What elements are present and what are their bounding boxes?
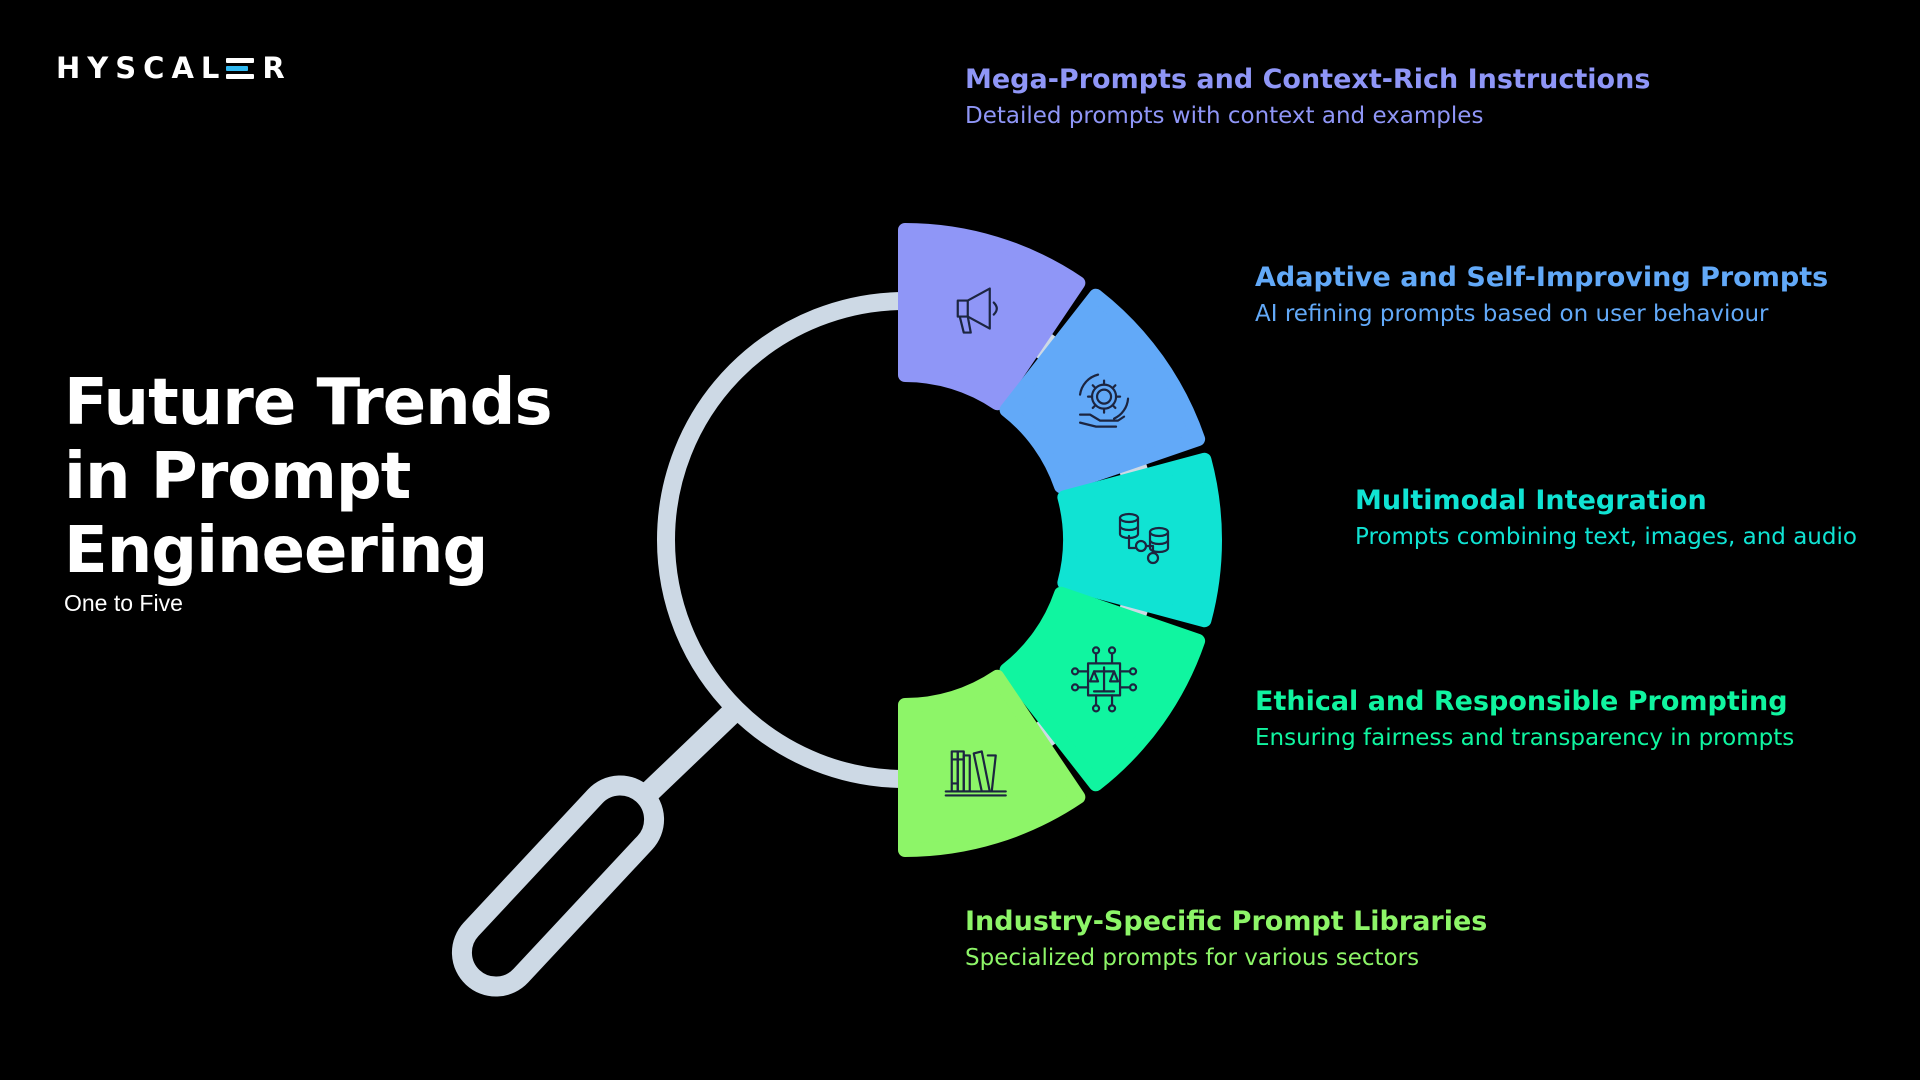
segment-3: [1057, 452, 1223, 628]
item-description: AI refining prompts based on user behavi…: [1255, 301, 1769, 327]
item-adaptive-prompts: Adaptive and Self-Improving Prompts AI r…: [1255, 260, 1828, 332]
segment-5: [898, 669, 1086, 857]
brand-name-tail: R: [262, 51, 292, 85]
segment-connector: [1028, 715, 1063, 752]
balance-scale-chip-icon: [1070, 646, 1138, 713]
page-subtitle: One to Five: [64, 590, 183, 616]
item-title: Adaptive and Self-Improving Prompts: [1255, 262, 1829, 293]
item-mega-prompts: Mega-Prompts and Context-Rich Instructio…: [965, 62, 1650, 134]
item-description: Prompts combining text, images, and audi…: [1355, 524, 1857, 550]
item-industry-libraries: Industry-Specific Prompt Libraries Speci…: [965, 904, 1487, 976]
segment-connector: [1028, 328, 1063, 365]
item-title: Industry-Specific Prompt Libraries: [965, 906, 1488, 937]
item-title: Multimodal Integration: [1355, 485, 1707, 516]
item-title: Mega-Prompts and Context-Rich Instructio…: [965, 64, 1651, 95]
segment-1: [898, 223, 1086, 411]
bookshelf-icon: [944, 750, 1007, 797]
item-description: Detailed prompts with context and exampl…: [965, 103, 1484, 129]
item-description: Ensuring fairness and transparency in pr…: [1255, 725, 1795, 751]
database-gear-icon: [1118, 512, 1170, 565]
item-multimodal: Multimodal Integration Prompts combining…: [1355, 483, 1857, 555]
magnifier-grip: [451, 775, 665, 997]
segment-connector: [1116, 455, 1151, 485]
megaphone-icon: [956, 287, 998, 334]
item-ethical-prompting: Ethical and Responsible Prompting Ensuri…: [1255, 684, 1794, 756]
hero: Future Trends in Prompt Engineering One …: [64, 366, 553, 617]
brand-name: HYSCAL: [56, 51, 227, 85]
item-description: Specialized prompts for various sectors: [965, 945, 1420, 971]
item-title: Ethical and Responsible Prompting: [1255, 686, 1788, 717]
segment-2: [999, 288, 1206, 494]
page-title: Future Trends in Prompt Engineering: [64, 366, 553, 588]
magnifier-neck: [635, 704, 741, 806]
gear-hand-icon: [1078, 373, 1130, 428]
segment-connector: [1116, 595, 1151, 625]
brand-logo: HYSCAL R: [56, 50, 292, 86]
logo-mark-icon: [226, 56, 256, 80]
segment-4: [999, 586, 1206, 792]
segment-ring: [898, 223, 1223, 857]
